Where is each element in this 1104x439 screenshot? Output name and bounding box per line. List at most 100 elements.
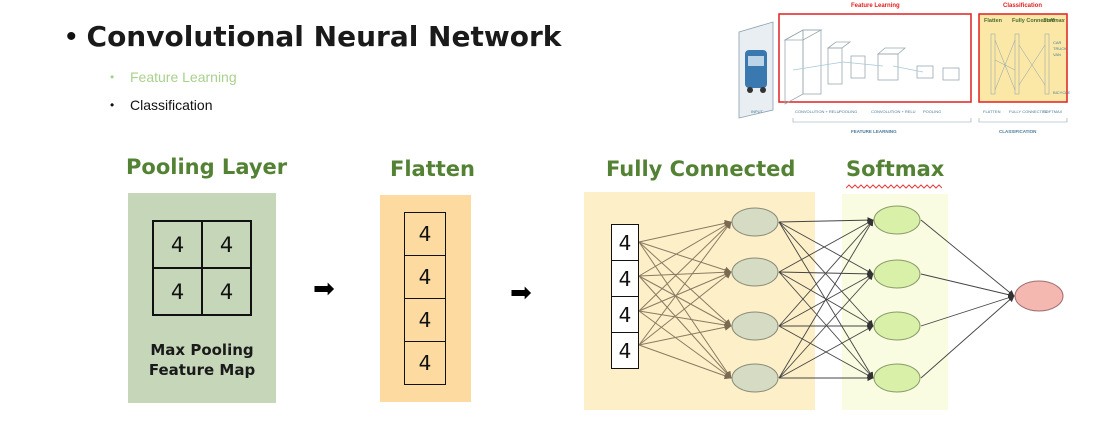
edge xyxy=(638,310,732,329)
title-bullet: • xyxy=(66,19,77,53)
bullet-text: Feature Learning xyxy=(130,69,237,85)
output-node xyxy=(1014,280,1064,312)
pooling-cell: 4 xyxy=(202,268,251,315)
right-arrow-icon: ➡ xyxy=(313,274,335,304)
heading-flatten: Flatten xyxy=(390,157,475,181)
bullet-dot: • xyxy=(110,70,115,84)
flatten-cell: 4 xyxy=(404,341,446,385)
edge xyxy=(778,216,874,224)
flatten-cell: 4 xyxy=(404,212,446,256)
edge xyxy=(638,323,732,346)
heading-fully-connected: Fully Connected xyxy=(606,157,796,181)
edge xyxy=(638,221,732,312)
caption-line: Feature Map xyxy=(148,361,256,379)
edge xyxy=(638,344,732,380)
edge xyxy=(920,273,1015,298)
softmax-node xyxy=(873,311,921,341)
edge xyxy=(638,241,732,379)
edge xyxy=(778,271,874,379)
thumb-class-bicycle: BICYCLE xyxy=(1053,90,1070,95)
thumb-feature-learning-title: Feature Learning xyxy=(851,3,900,9)
pooling-grid: 4 4 4 4 xyxy=(152,220,252,316)
hidden-node xyxy=(731,207,779,237)
edge xyxy=(638,310,732,379)
flatten-cell: 4 xyxy=(404,255,446,299)
bullet-text: Classification xyxy=(130,97,213,113)
edge xyxy=(638,275,732,379)
thumb-label-fc: FULLY CONNECTED xyxy=(1009,109,1048,114)
fc-input-cell: 4 xyxy=(611,332,639,369)
edge xyxy=(778,325,874,379)
edge xyxy=(638,219,732,243)
thumb-label-flatten: FLATTEN xyxy=(983,109,1001,114)
edge xyxy=(778,273,874,379)
edge xyxy=(920,295,1015,379)
thumb-classifier-lines xyxy=(990,33,1050,95)
spellcheck-squiggle xyxy=(846,184,942,189)
fc-input-cell: 4 xyxy=(611,260,639,297)
cnn-architecture-thumbnail: Feature Learning Classification Flatten … xyxy=(733,0,1073,140)
edge xyxy=(778,219,874,327)
hidden-node xyxy=(731,311,779,341)
edge xyxy=(638,221,732,346)
thumb-brace-class xyxy=(978,118,1068,123)
flatten-cell: 4 xyxy=(404,298,446,342)
bullet-classification: • Classification xyxy=(110,97,212,113)
softmax-to-output-edges xyxy=(920,219,1015,379)
slide-title: Convolutional Neural Network xyxy=(86,20,562,53)
feature-learning-highlight xyxy=(778,13,972,103)
heading-softmax: Softmax xyxy=(846,157,945,181)
softmax-node xyxy=(873,363,921,393)
fc-input-column: 4 4 4 4 xyxy=(611,224,639,369)
edge xyxy=(638,275,732,327)
thumb-col-softmax: Softmax xyxy=(1043,18,1066,24)
bullet-dot: • xyxy=(110,98,115,112)
flatten-column: 4 4 4 4 xyxy=(404,212,446,385)
edge xyxy=(638,271,732,312)
edge xyxy=(778,219,874,379)
thumb-classification-title: Classification xyxy=(1003,3,1042,9)
thumb-label-conv1: CONVOLUTION + RELU xyxy=(795,109,840,114)
edge xyxy=(778,219,874,273)
bullet-feature-learning: • Feature Learning xyxy=(110,69,237,85)
softmax-node xyxy=(873,259,921,289)
thumb-section-feature: FEATURE LEARNING xyxy=(851,129,897,134)
input-car-image xyxy=(738,21,774,119)
edge xyxy=(638,271,732,346)
classification-highlight xyxy=(978,13,1068,103)
fc-input-cell: 4 xyxy=(611,224,639,261)
hidden-node xyxy=(731,363,779,393)
thumb-label-pool2: POOLING xyxy=(923,109,941,114)
conv-volumes xyxy=(783,29,960,105)
input-to-hidden-edges xyxy=(638,219,732,380)
thumb-col-flatten: Flatten xyxy=(984,18,1003,24)
fc-input-cell: 4 xyxy=(611,296,639,333)
edge xyxy=(920,294,1015,327)
slide-title-row: • Convolutional Neural Network xyxy=(66,20,561,53)
edge xyxy=(778,273,874,327)
thumb-class-van: VAN xyxy=(1053,52,1061,57)
heading-pooling-layer: Pooling Layer xyxy=(126,155,288,179)
network-nodes xyxy=(731,205,1064,393)
pooling-caption: Max Pooling Feature Map xyxy=(128,340,276,380)
edge xyxy=(778,221,874,275)
edge xyxy=(638,241,732,274)
edge xyxy=(920,219,1015,297)
thumb-class-truck: TRUCK xyxy=(1053,46,1067,51)
thumb-label-softmax: SOFTMAX xyxy=(1043,109,1063,114)
caption-line: Max Pooling xyxy=(150,341,254,359)
thumb-section-class: CLASSIFICATION xyxy=(999,129,1036,134)
hidden-node xyxy=(731,257,779,287)
thumb-label-input: INPUT xyxy=(751,109,764,114)
pooling-cell: 4 xyxy=(202,221,251,268)
thumb-class-car: CAR xyxy=(1053,40,1062,45)
edge xyxy=(638,268,732,277)
edge xyxy=(638,221,732,277)
pooling-cell: 4 xyxy=(153,221,202,268)
pooling-cell: 4 xyxy=(153,268,202,315)
softmax-node xyxy=(873,205,921,235)
thumb-col-fc: Fully Connected xyxy=(1012,18,1055,24)
thumb-label-conv2: CONVOLUTION + RELU xyxy=(871,109,916,114)
thumb-brace-feature xyxy=(792,118,972,123)
